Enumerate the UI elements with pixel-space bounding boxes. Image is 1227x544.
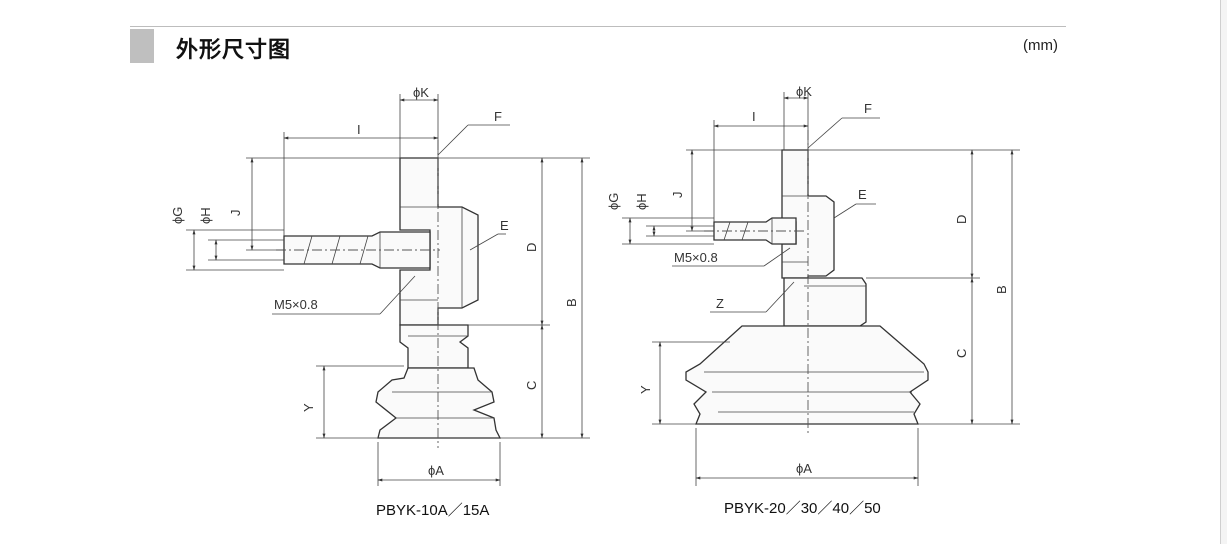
left-label-i: I: [357, 122, 361, 137]
right-label-i: I: [752, 109, 756, 124]
left-label-y: Y: [301, 403, 316, 412]
right-label-phia: ϕA: [796, 461, 812, 476]
section-header: 外形尺寸图 (mm): [130, 26, 1066, 64]
right-label-z: Z: [716, 296, 724, 311]
left-bellows-pad: [375, 367, 502, 439]
left-drawing: ϕK I F E J ϕG ϕH D B C M5×0.8: [170, 85, 590, 519]
left-label-c: C: [524, 381, 539, 390]
left-label-m5: M5×0.8: [274, 297, 318, 312]
left-label-j: J: [228, 210, 243, 217]
right-label-phig: ϕG: [606, 193, 621, 210]
header-marker-block: [130, 29, 154, 63]
right-adapter-cylinder: [783, 277, 867, 327]
right-label-m5: M5×0.8: [674, 250, 718, 265]
left-model-name: PBYK-10A／15A: [376, 502, 489, 519]
right-label-d: D: [954, 215, 969, 224]
right-label-c: C: [954, 349, 969, 358]
right-label-e: E: [858, 187, 867, 202]
unit-label: (mm): [1023, 37, 1058, 54]
left-label-b: B: [564, 298, 579, 307]
right-model-name: PBYK-20／30／40／50: [724, 500, 881, 517]
right-label-phih: ϕH: [634, 193, 649, 210]
right-label-f: F: [864, 101, 872, 116]
left-adapter-neck: [399, 324, 469, 369]
section-title: 外形尺寸图: [176, 37, 292, 62]
left-label-e: E: [500, 218, 509, 233]
right-bell-pad: [685, 325, 929, 425]
right-drawing: ϕK I F E J ϕG ϕH D B C M5×0.8: [606, 84, 1020, 517]
left-label-phih: ϕH: [198, 207, 213, 224]
left-label-f: F: [494, 109, 502, 124]
left-label-phig: ϕG: [170, 207, 185, 224]
right-label-phik: ϕK: [796, 84, 812, 99]
page-edge-scrollbar: [1220, 0, 1227, 544]
right-label-y: Y: [638, 385, 653, 394]
header-rule: [130, 26, 1066, 27]
left-label-phik: ϕK: [413, 85, 429, 100]
right-label-b: B: [994, 285, 1009, 294]
left-label-d: D: [524, 243, 539, 252]
right-label-j: J: [670, 192, 685, 199]
left-label-phia: ϕA: [428, 463, 444, 478]
